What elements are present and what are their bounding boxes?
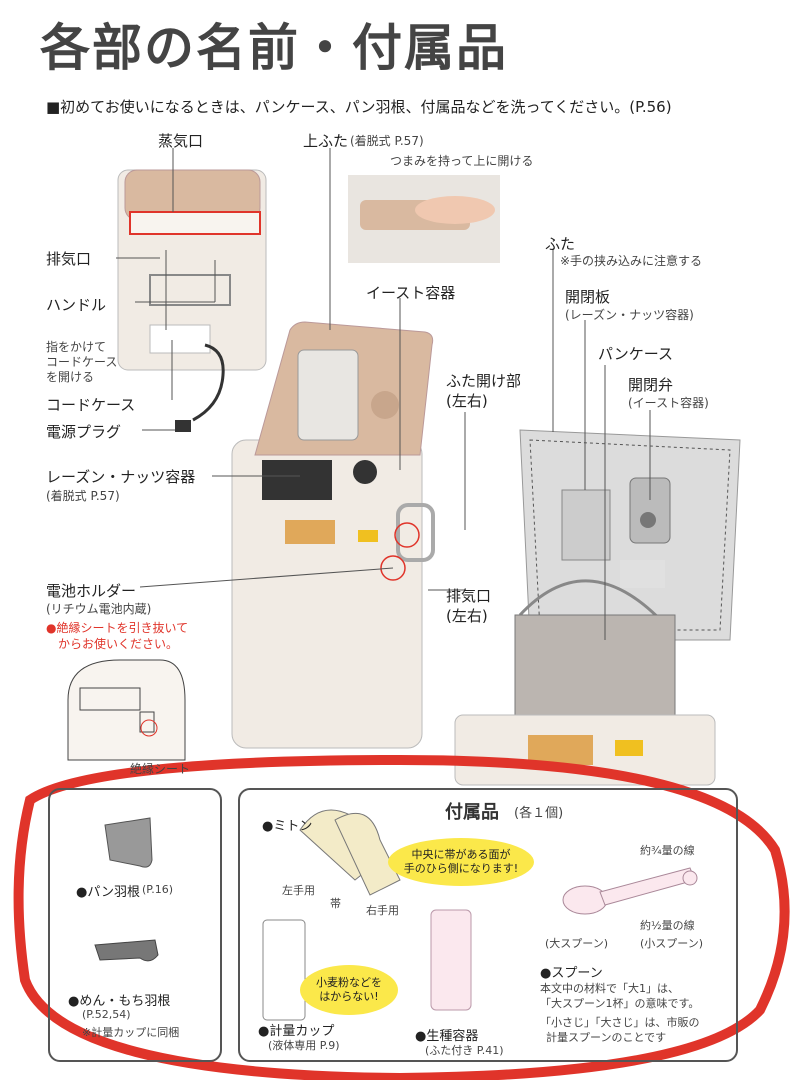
label-lid-opener: ふた開け部 xyxy=(446,372,522,390)
spoon-desc-3: 「小さじ」「大さじ」は、市販の xyxy=(540,1016,700,1029)
cup-bubble: 小麦粉などをはからない! xyxy=(300,965,398,1015)
label-starter-container: ●生種容器 xyxy=(415,1029,479,1044)
accessory-box-blades xyxy=(48,788,222,1062)
label-battery-holder: 電池ホルダー xyxy=(46,582,137,600)
label-lid: ふた xyxy=(545,235,576,253)
label-top-lid-note: (着脱式 P.57) xyxy=(350,134,424,148)
label-battery-warning-2: からお使いください。 xyxy=(58,637,179,651)
label-battery-note: (リチウム電池内蔵) xyxy=(46,602,152,616)
label-exhaust: 排気口 xyxy=(46,250,92,268)
spoon-desc-4: 計量スプーンのことです xyxy=(546,1031,667,1044)
label-big-spoon: (大スプーン) xyxy=(545,937,609,950)
accessories-title-note: (各１個) xyxy=(514,806,564,821)
leader-lines xyxy=(116,148,651,640)
label-lid-note: ※手の挟み込みに注意する xyxy=(560,254,703,268)
label-noodle-blade: ●めん・もち羽根 xyxy=(68,994,171,1009)
red-highlight-circle xyxy=(13,754,790,1080)
label-finger-note-3: を開ける xyxy=(46,370,95,384)
label-steam-vent: 蒸気口 xyxy=(158,132,204,150)
label-mitten: ●ミトン xyxy=(262,819,313,834)
machine-open xyxy=(454,429,741,786)
label-bread-blade-page: (P.16) xyxy=(142,883,173,896)
label-spoon: ●スプーン xyxy=(540,966,603,981)
label-flap-note: (レーズン・ナッツ容器) xyxy=(565,308,694,322)
machine-main xyxy=(231,321,435,749)
label-left-hand: 左手用 xyxy=(282,884,315,897)
mitten-bubble: 中央に帯がある面が手のひら側になります! xyxy=(388,838,534,886)
page-title: 各部の名前・付属品 xyxy=(40,19,508,77)
accessory-box-main xyxy=(238,788,738,1062)
label-raisin-container: レーズン・ナッツ容器 xyxy=(46,468,196,486)
label-noodle-blade-page: (P.52,54) xyxy=(82,1008,131,1021)
label-measuring-cup-note: (液体専用 P.9) xyxy=(268,1039,340,1052)
label-spoon-half: 約½量の線 xyxy=(640,919,695,932)
accessories-title: 付属品 xyxy=(445,802,499,823)
cup-bubble-line-1: 小麦粉などを xyxy=(316,976,382,989)
label-spoon-three-quarter: 約¾量の線 xyxy=(640,844,695,857)
label-bread-blade: ●パン羽根 xyxy=(76,885,140,900)
lid-photo xyxy=(348,175,500,263)
cup-bubble-line-2: はからない! xyxy=(319,990,379,1003)
label-starter-note: (ふた付き P.41) xyxy=(425,1044,504,1057)
label-band: 帯 xyxy=(330,897,341,910)
label-cord-case: コードケース xyxy=(46,396,136,414)
label-battery-warning-1: ●絶縁シートを引き抜いて xyxy=(46,621,189,635)
label-insulation-sheet: 絶縁シート xyxy=(130,762,191,776)
mitten-bubble-line-1: 中央に帯がある面が xyxy=(411,848,511,861)
label-exhaust-2: 排気口 xyxy=(446,587,492,605)
label-right-hand: 右手用 xyxy=(366,904,399,917)
label-flap: 開閉板 xyxy=(565,288,611,306)
label-lid-opener-note: (左右) xyxy=(446,392,488,410)
label-finger-note-2: コードケース xyxy=(46,355,118,369)
label-exhaust-2-note: (左右) xyxy=(446,607,488,625)
label-valve-note: (イースト容器) xyxy=(628,396,709,410)
label-bread-case: パンケース xyxy=(598,345,674,363)
label-yeast-container: イースト容器 xyxy=(366,284,456,302)
label-raisin-note: (着脱式 P.57) xyxy=(46,489,120,503)
machine-back-view xyxy=(117,169,267,432)
machine-inset xyxy=(67,659,186,761)
label-top-lid-hint: つまみを持って上に開ける xyxy=(390,154,534,168)
label-finger-note-1: 指をかけて xyxy=(46,340,107,354)
wash-notice: ■初めてお使いになるときは、パンケース、パン羽根、付属品などを洗ってください。(… xyxy=(46,98,672,116)
label-measuring-cup: ●計量カップ xyxy=(258,1024,335,1039)
accessory-illustrations xyxy=(94,809,698,1021)
label-top-lid: 上ふた xyxy=(303,132,349,150)
label-power-plug: 電源プラグ xyxy=(46,423,122,441)
label-small-spoon: (小スプーン) xyxy=(640,937,704,950)
mitten-bubble-line-2: 手のひら側になります! xyxy=(403,862,519,875)
spoon-desc-2: 「大スプーン1杯」の意味です。 xyxy=(540,997,700,1010)
spoon-desc-1: 本文中の材料で「大1」は、 xyxy=(540,982,679,995)
label-handle: ハンドル xyxy=(46,296,107,314)
label-valve: 開閉弁 xyxy=(628,376,674,394)
label-noodle-blade-note: ※計量カップに同梱 xyxy=(82,1026,180,1039)
